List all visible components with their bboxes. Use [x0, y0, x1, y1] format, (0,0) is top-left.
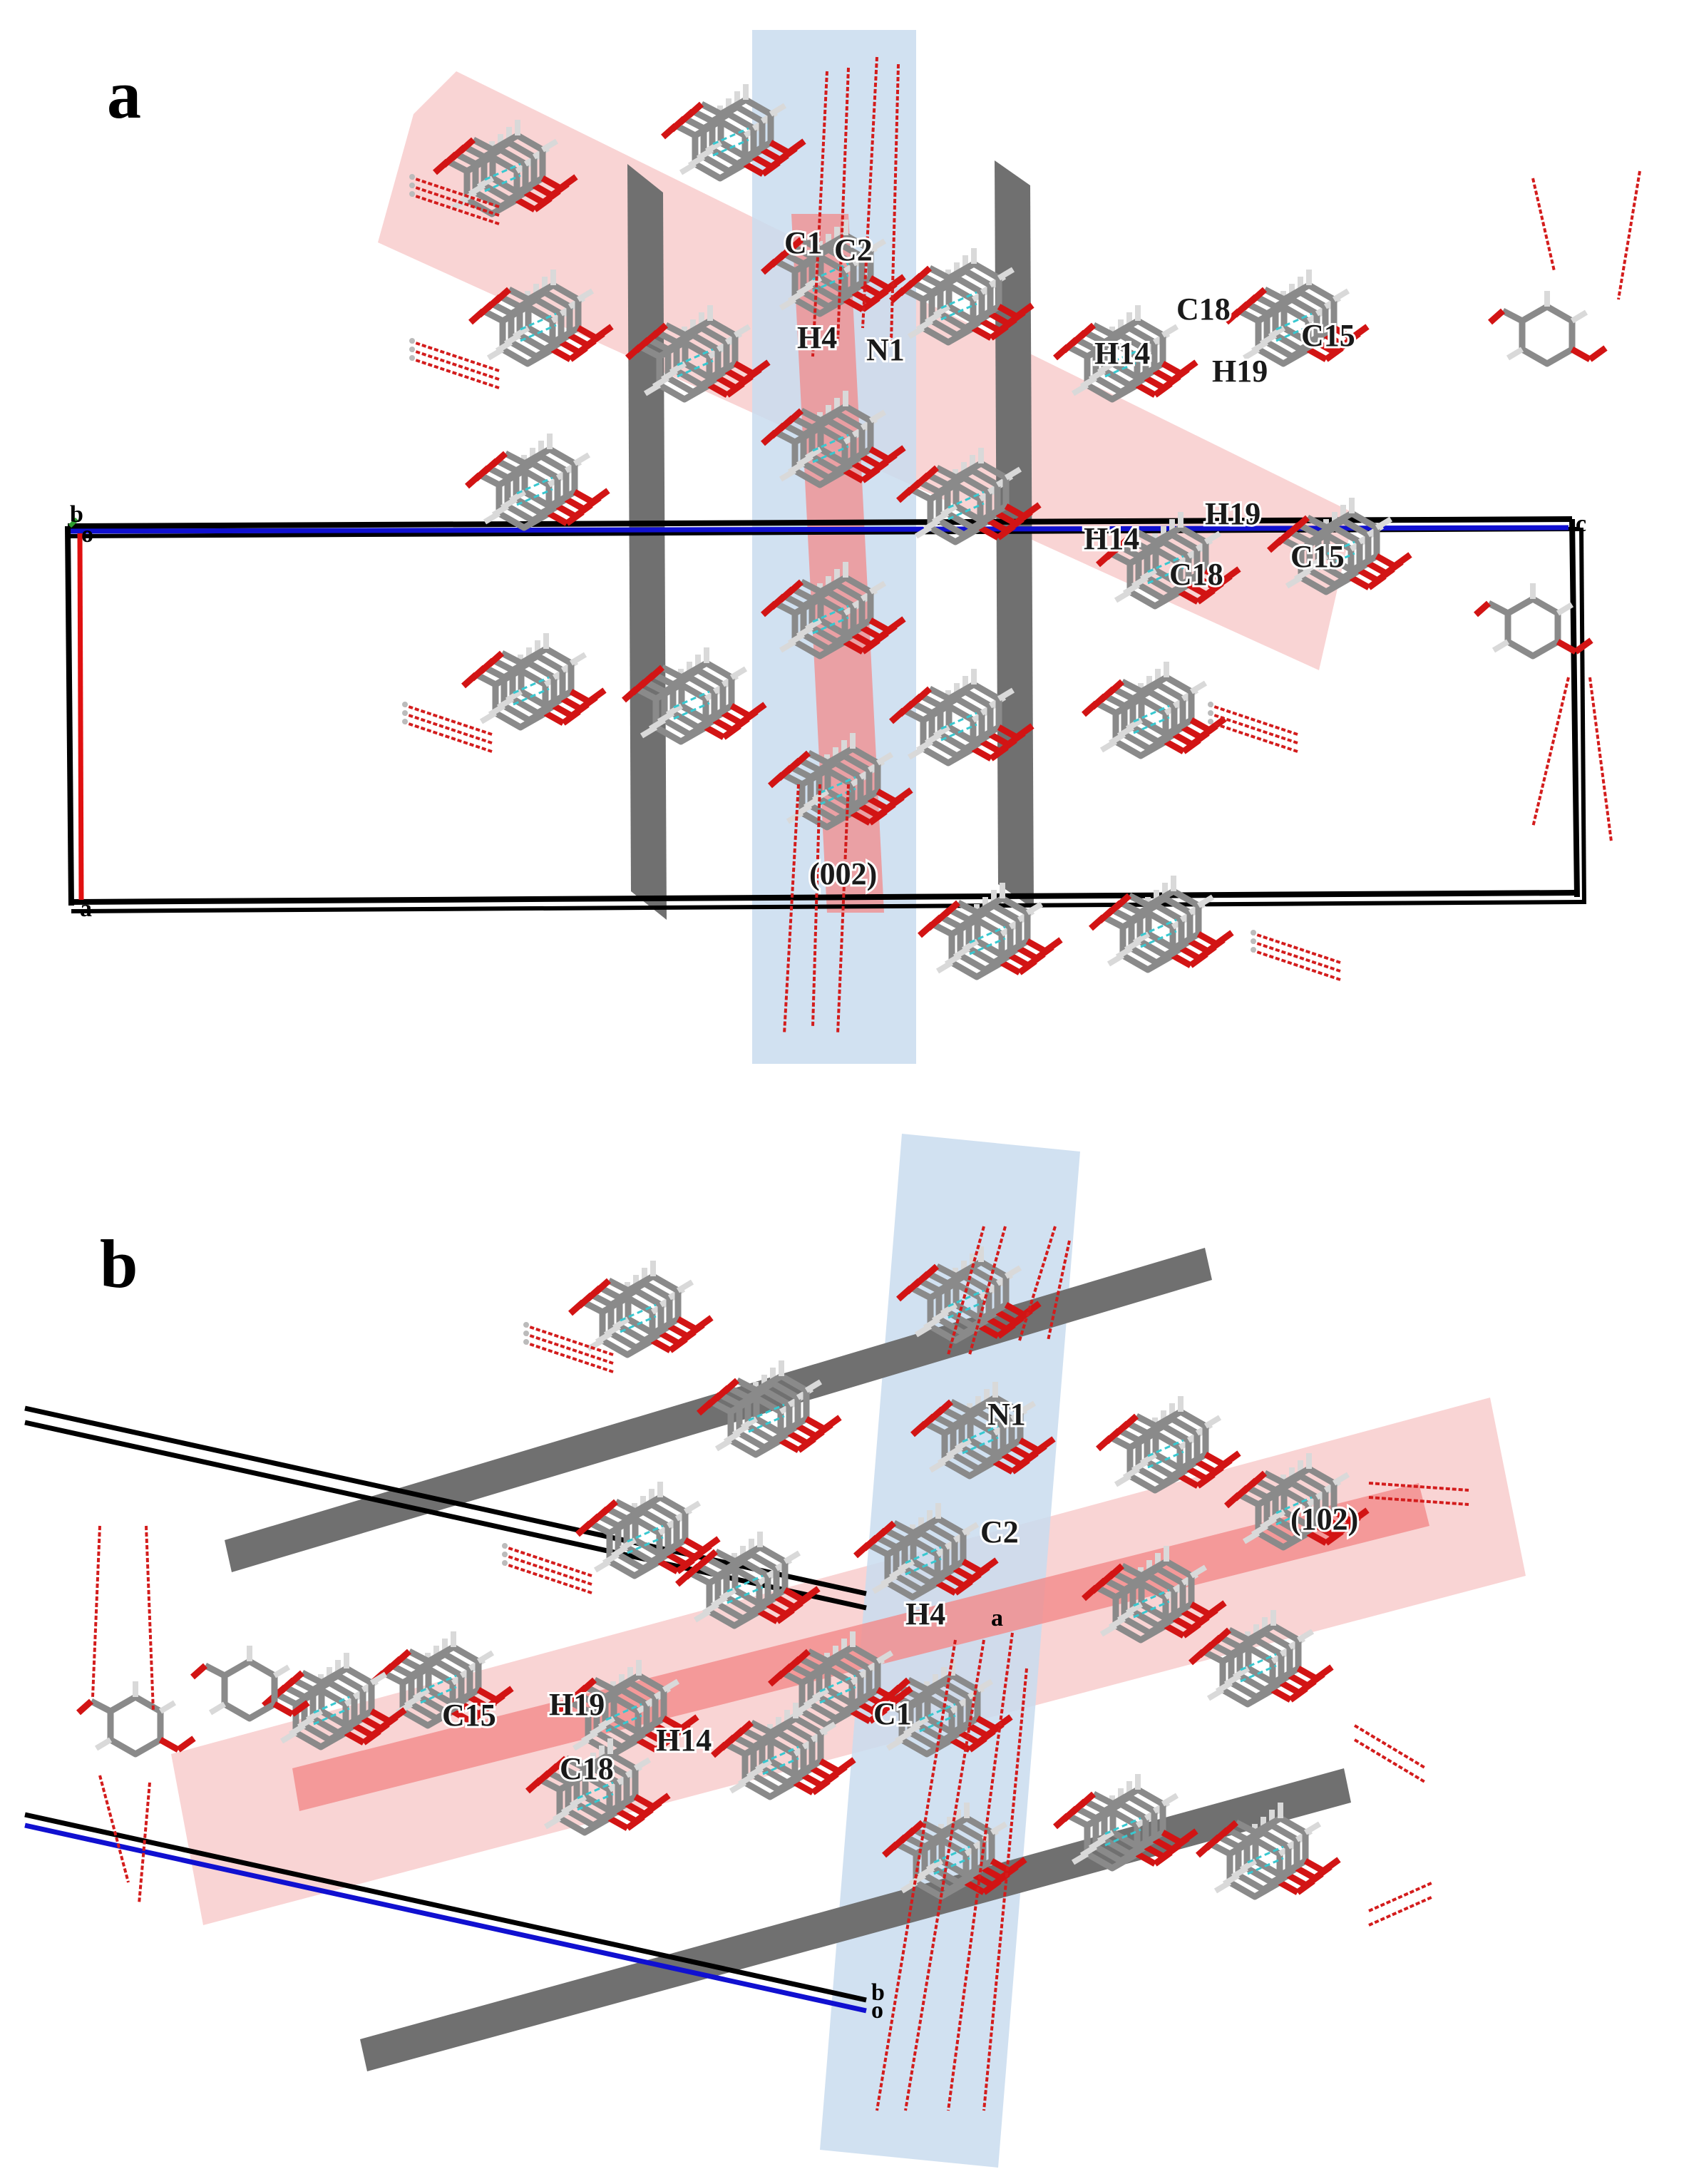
- atom-label-h14-mid: H14: [1084, 521, 1139, 556]
- atom-label-h19-top: H19: [1212, 354, 1268, 389]
- a-axis-a: [77, 533, 84, 901]
- plane-label-002: (002): [809, 856, 877, 891]
- axis-label-a-a: a: [80, 896, 92, 922]
- atom-label-c15-top: C15: [1301, 318, 1355, 353]
- atom-label-h14-top: H14: [1094, 336, 1150, 371]
- axis-label-b-a: b: [70, 501, 83, 528]
- axis-label-o-b: o: [871, 1997, 883, 2024]
- atom-label-c18-top: C18: [1176, 292, 1231, 327]
- axis-label-c-a: c: [1576, 511, 1586, 537]
- atom-label-c2-a: C2: [834, 232, 873, 267]
- red-plane-a: [791, 214, 884, 913]
- atom-label-c1-a: C1: [784, 225, 823, 260]
- unit-cell-b: [24, 1405, 867, 2014]
- axis-label-a-b: a: [991, 1605, 1003, 1631]
- grey-plane-left-a: [627, 164, 667, 920]
- grey-plane-bottom-b: [360, 1768, 1351, 2071]
- axis-label-o-a: o: [81, 521, 93, 548]
- atom-label-h14-b: H14: [656, 1723, 712, 1758]
- grey-plane-top-b: [225, 1248, 1212, 1572]
- panel-b: b a b o N1 C2 H4 C1 C15 H19 C18 H14 (102…: [24, 1134, 1526, 2168]
- panel-a: a b o a c C1 C2 H4 N1 C18 H14 H19 C15 H1…: [65, 30, 1641, 1064]
- axis-label-b-b: b: [871, 1979, 885, 2006]
- molecules-a: [401, 56, 1641, 1035]
- atom-label-c2-b: C2: [980, 1514, 1019, 1549]
- atom-label-c18-b: C18: [560, 1751, 614, 1786]
- plane-label-102: (102): [1290, 1502, 1358, 1537]
- c-axis-a: [67, 525, 1569, 534]
- b-axis-a: [68, 517, 79, 528]
- atom-label-h19-b: H19: [549, 1687, 605, 1722]
- atom-label-c1-b: C1: [873, 1696, 912, 1731]
- atom-label-h4-a: H4: [797, 320, 837, 355]
- c-axis-b: [24, 1822, 867, 2014]
- atom-label-n1-a: N1: [866, 332, 905, 367]
- atom-label-h4-b: H4: [905, 1596, 945, 1631]
- atom-label-h19-mid: H19: [1205, 496, 1261, 531]
- panel-letter-b: b: [100, 1226, 138, 1302]
- panel-letter-a: a: [107, 56, 141, 133]
- atom-label-c15-b: C15: [442, 1698, 496, 1733]
- red-plane-b: [292, 1483, 1429, 1811]
- atom-label-c18-mid: C18: [1169, 557, 1223, 592]
- atom-label-c15-mid: C15: [1290, 539, 1345, 574]
- molecules-b: [78, 1226, 1469, 2111]
- atom-label-n1-b: N1: [987, 1397, 1026, 1432]
- grey-plane-right-a: [995, 160, 1034, 909]
